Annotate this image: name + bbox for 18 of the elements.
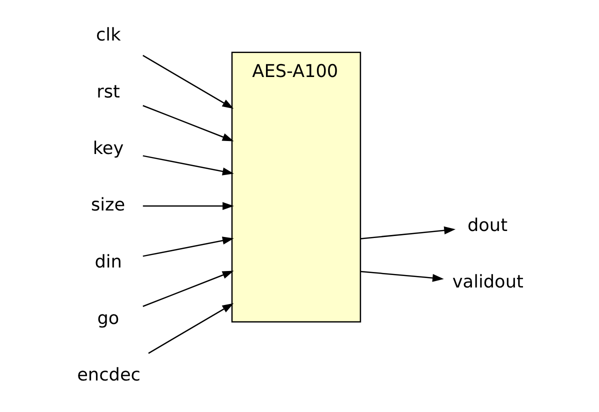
node-text: go <box>96 308 119 329</box>
arrow <box>148 303 234 354</box>
arrow <box>142 54 234 109</box>
arrow <box>142 155 234 176</box>
node-text: encdec <box>76 366 140 386</box>
node-text: din <box>94 252 122 272</box>
node-text: dout <box>466 216 508 236</box>
node-text: validout <box>452 272 523 292</box>
node-text: rst <box>96 82 120 102</box>
arrow <box>142 270 234 307</box>
arrow <box>142 236 234 257</box>
node-text: key <box>92 138 124 159</box>
arrow <box>360 270 444 282</box>
node-text: clk <box>96 26 120 46</box>
arrow <box>360 226 456 240</box>
arrow <box>142 105 234 142</box>
node-text: size <box>90 196 125 216</box>
arrow <box>142 202 234 210</box>
